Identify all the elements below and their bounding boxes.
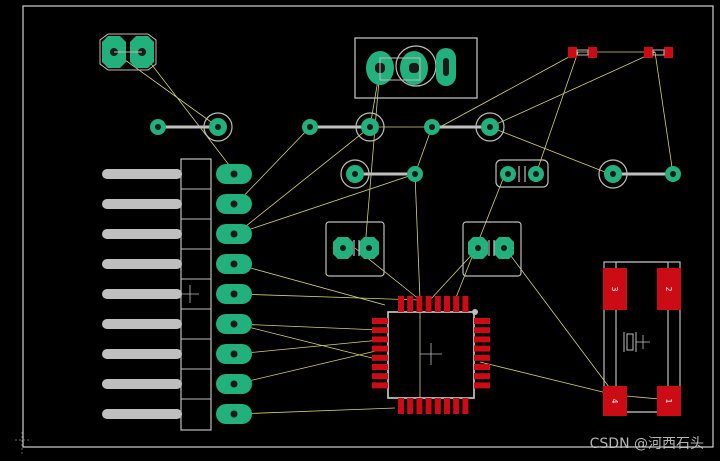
- qfp-pad: [474, 345, 490, 352]
- ceramic-capacitor-3[interactable]: [462, 221, 522, 277]
- qfp-pad: [372, 318, 388, 324]
- qfp-pad: [453, 296, 460, 312]
- crystal-pad-4-label: 4: [610, 398, 619, 403]
- header-pin: [102, 169, 182, 179]
- crystal-pad-1-label: 1: [664, 398, 673, 403]
- qfp-pad: [474, 336, 490, 343]
- header-pin: [102, 259, 182, 269]
- header-pin: [102, 349, 182, 359]
- ceramic-capacitor-2[interactable]: [325, 221, 385, 277]
- qfp-pad: [474, 354, 490, 361]
- watermark: CSDN @河西石头: [589, 436, 704, 452]
- power-jack[interactable]: [354, 37, 478, 99]
- origin-cross-icon: [181, 285, 442, 365]
- qfp-pad: [372, 345, 388, 352]
- qfp-pad: [474, 373, 490, 380]
- header-pin: [102, 319, 182, 329]
- crystal-pad-2-label: 2: [664, 286, 673, 291]
- qfp-pad: [416, 398, 423, 414]
- qfp-pad: [474, 327, 490, 334]
- airwires: [113, 51, 674, 415]
- qfp-pad: [407, 296, 414, 312]
- qfp32-microcontroller[interactable]: [372, 296, 490, 414]
- qfp-pad: [444, 296, 450, 312]
- qfp-pad: [462, 296, 469, 312]
- header-pin: [102, 199, 182, 209]
- qfp-pad: [398, 398, 404, 414]
- header-pin: [102, 229, 182, 239]
- connector-2pin[interactable]: [99, 33, 157, 71]
- axial-resistor-1[interactable]: [150, 112, 233, 142]
- qfp-pad: [372, 364, 388, 370]
- header-pin: [102, 379, 182, 389]
- smd-resistor-r2[interactable]: [644, 47, 673, 58]
- component-origin-icon: [15, 432, 30, 455]
- qfp-pad: [474, 364, 490, 370]
- qfp-pad: [372, 382, 388, 389]
- axial-resistor-3[interactable]: [424, 112, 505, 142]
- crystal-pad-3-label: 3: [610, 286, 619, 291]
- qfp-pad: [398, 296, 404, 312]
- qfp-pad: [434, 296, 441, 312]
- qfp-pad: [372, 327, 388, 334]
- axial-resistor-4[interactable]: [340, 159, 423, 189]
- smd-resistor-r1[interactable]: [568, 47, 597, 58]
- qfp-pad: [425, 398, 432, 414]
- axial-resistor-2[interactable]: [302, 112, 385, 142]
- header-pin: [102, 409, 182, 419]
- qfp-pad: [474, 382, 490, 389]
- ceramic-capacitor-1[interactable]: [495, 159, 549, 188]
- qfp-pad: [372, 354, 388, 361]
- qfp-pad: [416, 296, 423, 312]
- qfp-pad: [444, 398, 450, 414]
- qfp-pad: [474, 318, 490, 324]
- qfp-pad: [425, 296, 432, 312]
- board-outline: [22, 5, 714, 448]
- qfp-pad: [453, 398, 460, 414]
- qfp-pad: [407, 398, 414, 414]
- qfp-pad: [434, 398, 441, 414]
- pin1-marker: [472, 309, 478, 315]
- crystal-oscillator[interactable]: 3 2 4 1: [603, 261, 681, 416]
- axial-resistor-5[interactable]: [598, 159, 681, 189]
- header-body: [180, 158, 212, 431]
- header-pin: [102, 289, 182, 299]
- qfp-pad: [462, 398, 469, 414]
- pin-header-9[interactable]: [102, 158, 252, 431]
- qfp-pad: [372, 336, 388, 343]
- qfp-pad: [372, 373, 388, 380]
